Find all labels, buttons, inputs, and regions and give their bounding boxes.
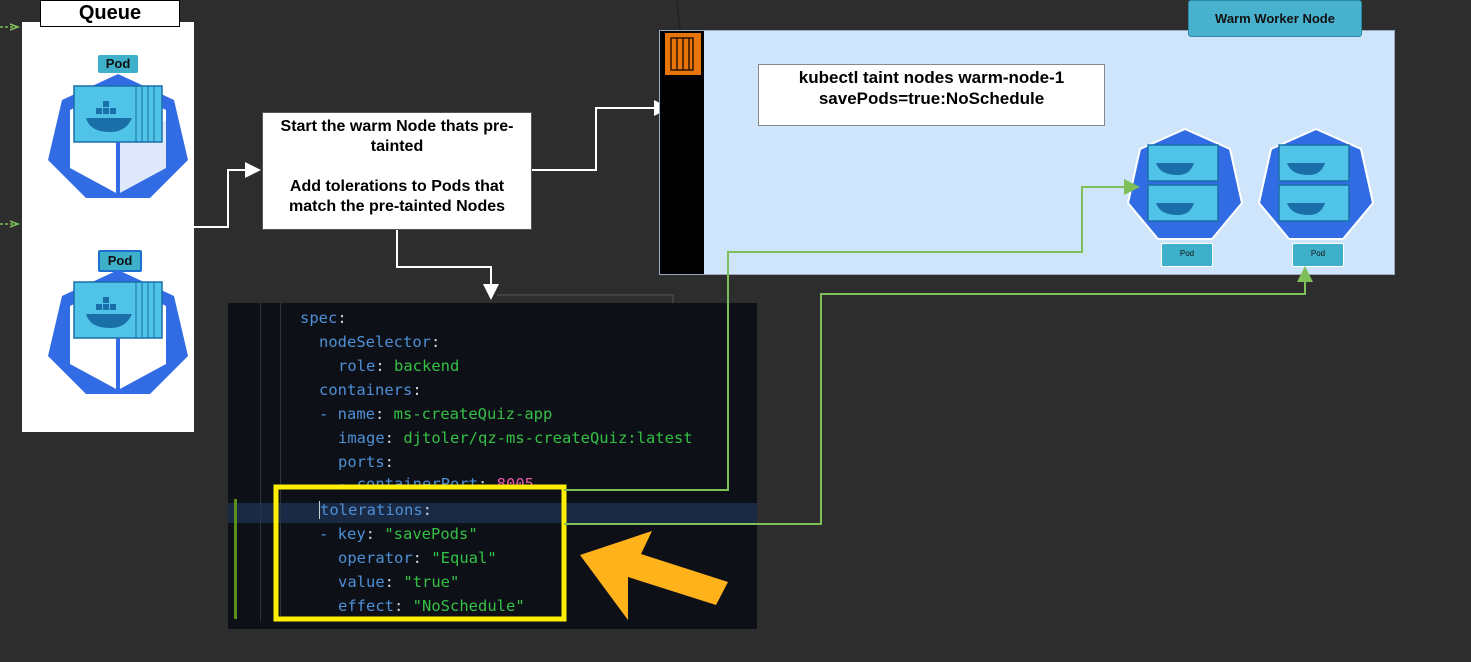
docker-icon: [1287, 163, 1325, 215]
warm-worker-node-label: Warm Worker Node: [1188, 0, 1362, 37]
docker-icon: [86, 101, 132, 132]
code-effect-key: effect: [338, 597, 394, 615]
tolerations-to-pod-2-connector: [564, 266, 1313, 525]
code-spec: spec: [300, 309, 338, 327]
tolerations-to-pod-1-connector: [564, 179, 1140, 491]
code-value-key: value: [338, 573, 385, 591]
taint-command-line-2: savePods=true:NoSchedule: [818, 89, 1045, 108]
code-container-port-value: 8005: [496, 475, 534, 493]
code-node-selector: nodeSelector: [319, 333, 431, 351]
warm-pod-label-1: Pod: [1161, 243, 1213, 267]
kubernetes-pod-icon: [1126, 127, 1244, 240]
code-operator-key: operator: [338, 549, 413, 567]
code-name-value: ms-createQuiz-app: [393, 405, 553, 423]
code-image-value: djtoler/qz-ms-createQuiz:latest: [403, 429, 693, 447]
code-key-key: key: [337, 525, 366, 543]
code-container-port-key: containerPort: [356, 475, 478, 493]
kubernetes-pod-icon: [48, 74, 188, 198]
code-image-key: image: [338, 429, 385, 447]
code-containers: containers: [319, 381, 413, 399]
step-line-2: Add tolerations to Pods that match the p…: [288, 178, 506, 215]
taint-command-line-1: kubectl taint nodes warm-node-1: [798, 68, 1065, 87]
code-effect-value: "NoSchedule": [412, 597, 525, 615]
step-line-1: Start the warm Node thats pre-tainted: [280, 118, 514, 155]
code-value-value: "true": [403, 573, 460, 591]
kubernetes-pod-icon: [1257, 127, 1375, 240]
code-ports: ports: [338, 453, 385, 471]
code-operator-value: "Equal": [431, 549, 497, 567]
warm-pod-label-2: Pod: [1292, 243, 1344, 267]
step-to-code-arrow: [396, 230, 499, 300]
docker-icon: [86, 297, 132, 328]
code-role-value: backend: [394, 357, 460, 375]
step-description-box: Start the warm Node thats pre-tainted Ad…: [262, 112, 532, 230]
current-line-highlight: [228, 503, 757, 523]
code-tolerations: tolerations: [320, 501, 423, 519]
queue-to-step-arrow: [194, 162, 261, 228]
taint-command-box: kubectl taint nodes warm-node-1 savePods…: [758, 64, 1105, 126]
git-change-gutter: [234, 499, 237, 619]
tolerations-highlight-box: [273, 484, 567, 622]
kubernetes-pod-icon: [48, 270, 188, 394]
code-name-key: name: [337, 405, 375, 423]
pointer-arrow-icon: [580, 531, 728, 620]
docker-icon: [1156, 163, 1194, 215]
queue-pod-label-1: Pod: [98, 55, 138, 73]
code-key-value: "savePods": [384, 525, 478, 543]
aws-ec2-icon: [665, 33, 701, 75]
queue-title: Queue: [40, 0, 180, 27]
code-role-key: role: [338, 357, 376, 375]
step-to-node-arrow: [532, 100, 670, 171]
